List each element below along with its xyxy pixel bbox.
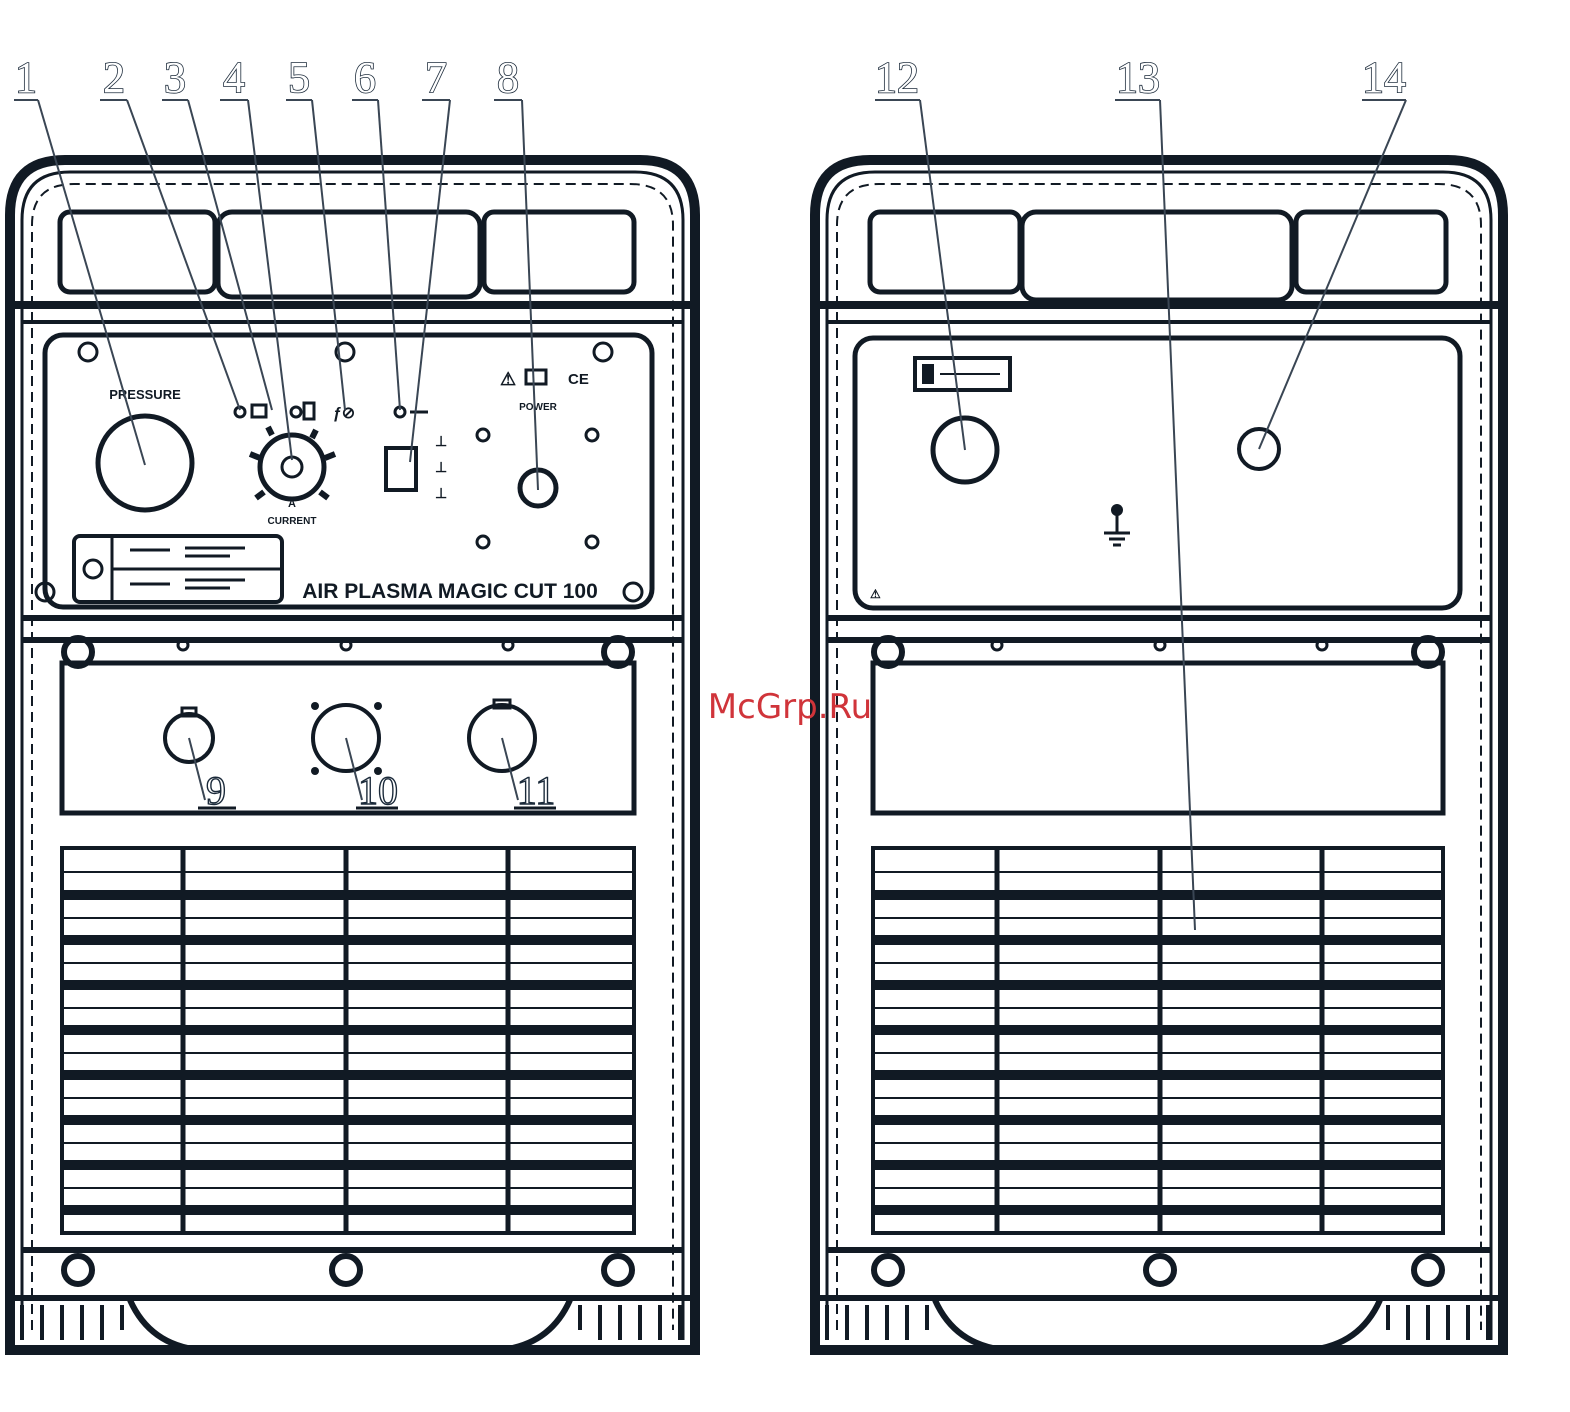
callout-6: 6 — [354, 53, 376, 102]
current-label: CURRENT — [268, 516, 317, 527]
callout-11: 11 — [517, 768, 556, 813]
rear-blank-panel — [873, 663, 1443, 813]
ground-icon — [1104, 504, 1130, 545]
screw-icon — [1414, 1256, 1442, 1284]
pressure-label: PRESSURE — [109, 387, 181, 402]
ce-mark: CE — [568, 371, 589, 388]
current-knob[interactable] — [260, 435, 324, 499]
front-vent-grille — [62, 848, 634, 1233]
manual-icon — [526, 370, 546, 384]
callout-12: 12 — [875, 53, 919, 102]
screw-icon — [874, 1256, 902, 1284]
screw-icon — [1146, 1256, 1174, 1284]
indicator-icon — [252, 405, 266, 417]
rear-handle-grip — [1022, 212, 1292, 300]
callout-7: 7 — [425, 53, 447, 102]
power-label: POWER — [519, 402, 558, 413]
callout-3: 3 — [164, 53, 186, 102]
mode-icon: ⊥ — [435, 485, 447, 501]
warning-icon: ⚠ — [870, 587, 881, 601]
callout-13: 13 — [1116, 53, 1160, 102]
callout-14: 14 — [1362, 53, 1406, 102]
indicator-icon — [304, 403, 314, 419]
current-unit: A — [288, 498, 296, 510]
callout-1: 1 — [15, 53, 37, 102]
screw-icon — [332, 1256, 360, 1284]
indicator-led — [291, 407, 301, 417]
callout-5: 5 — [288, 53, 310, 102]
callout-8: 8 — [497, 53, 519, 102]
rear-view: ⚠ — [815, 160, 1503, 1350]
screw-icon — [604, 1256, 632, 1284]
rear-vent-grille — [873, 848, 1443, 1233]
callout-10: 10 — [358, 768, 398, 813]
front-housing — [10, 160, 695, 1350]
mode-icon: ⊥ — [435, 459, 447, 475]
callout-4: 4 — [223, 53, 245, 102]
callout-2: 2 — [103, 53, 125, 102]
mode-icon: ⊥ — [435, 433, 447, 449]
callout-9: 9 — [206, 768, 226, 813]
watermark: McGrp.Ru — [708, 687, 872, 727]
warning-icon: ⚠ — [500, 369, 516, 389]
model-name: AIR PLASMA MAGIC CUT 100 — [302, 580, 598, 603]
screw-icon — [64, 1256, 92, 1284]
handle-slot-right — [484, 212, 634, 292]
control-panel — [45, 335, 652, 607]
front-view: PRESSURE ƒ⊘ A CURRENT ⊥ ⊥ ⊥ ⚠ CE POWER — [10, 160, 695, 1350]
handle-grip — [218, 212, 480, 297]
